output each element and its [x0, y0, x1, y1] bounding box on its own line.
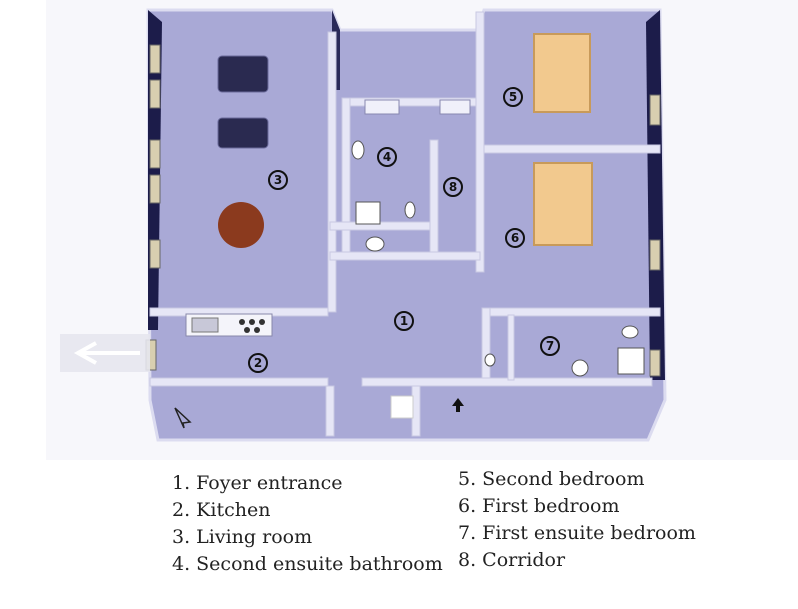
- room-badge-number: 3: [274, 173, 282, 187]
- room-badge-4: 4: [377, 147, 397, 167]
- room-badge-8: 8: [443, 177, 463, 197]
- interior-walls: [149, 11, 661, 437]
- entrance-door: [390, 395, 414, 419]
- north-arrow-icon: [174, 407, 192, 429]
- room-badge-1: 1: [394, 311, 414, 331]
- legend-left: 1. Foyer entrance 2. Kitchen 3. Living r…: [172, 470, 443, 578]
- room-badge-2: 2: [248, 353, 268, 373]
- legend-item-6: 6. First bedroom: [458, 495, 620, 517]
- legend-item-3: 3. Living room: [172, 526, 313, 548]
- legend-item-1: 1. Foyer entrance: [172, 472, 343, 494]
- round-rug: [218, 202, 264, 248]
- room-badge-number: 1: [400, 314, 408, 328]
- room-badge-number: 2: [254, 356, 262, 370]
- legend-right: 5. Second bedroom 6. First bedroom 7. Fi…: [458, 466, 696, 574]
- entrance-arrow-icon: [452, 398, 464, 412]
- legend-item-4: 4. Second ensuite bathroom: [172, 553, 443, 575]
- legend-item-7: 7. First ensuite bedroom: [458, 522, 696, 544]
- legend-item-2: 2. Kitchen: [172, 499, 271, 521]
- legend-item-8: 8. Corridor: [458, 549, 566, 571]
- room-badge-number: 5: [509, 90, 517, 104]
- room-badge-number: 6: [511, 231, 519, 245]
- bath-fixtures: [351, 140, 645, 377]
- room-badge-number: 4: [383, 150, 391, 164]
- legend-item-5: 5. Second bedroom: [458, 468, 645, 490]
- room-badge-6: 6: [505, 228, 525, 248]
- room-badge-5: 5: [503, 87, 523, 107]
- room-badge-number: 8: [449, 180, 457, 194]
- room-badge-number: 7: [546, 339, 554, 353]
- beds: [533, 33, 593, 246]
- exit-arrow-icon[interactable]: [60, 334, 150, 372]
- room-badges: 1 2 3 4 5 6 7 8: [248, 87, 560, 373]
- bath-cabinets: [364, 99, 471, 115]
- sofas: [217, 55, 269, 149]
- room-badge-3: 3: [268, 170, 288, 190]
- room-badge-7: 7: [540, 336, 560, 356]
- floor-plan: 1 2 3 4 5 6 7 8: [60, 8, 667, 442]
- kitchen-counter: [185, 313, 273, 337]
